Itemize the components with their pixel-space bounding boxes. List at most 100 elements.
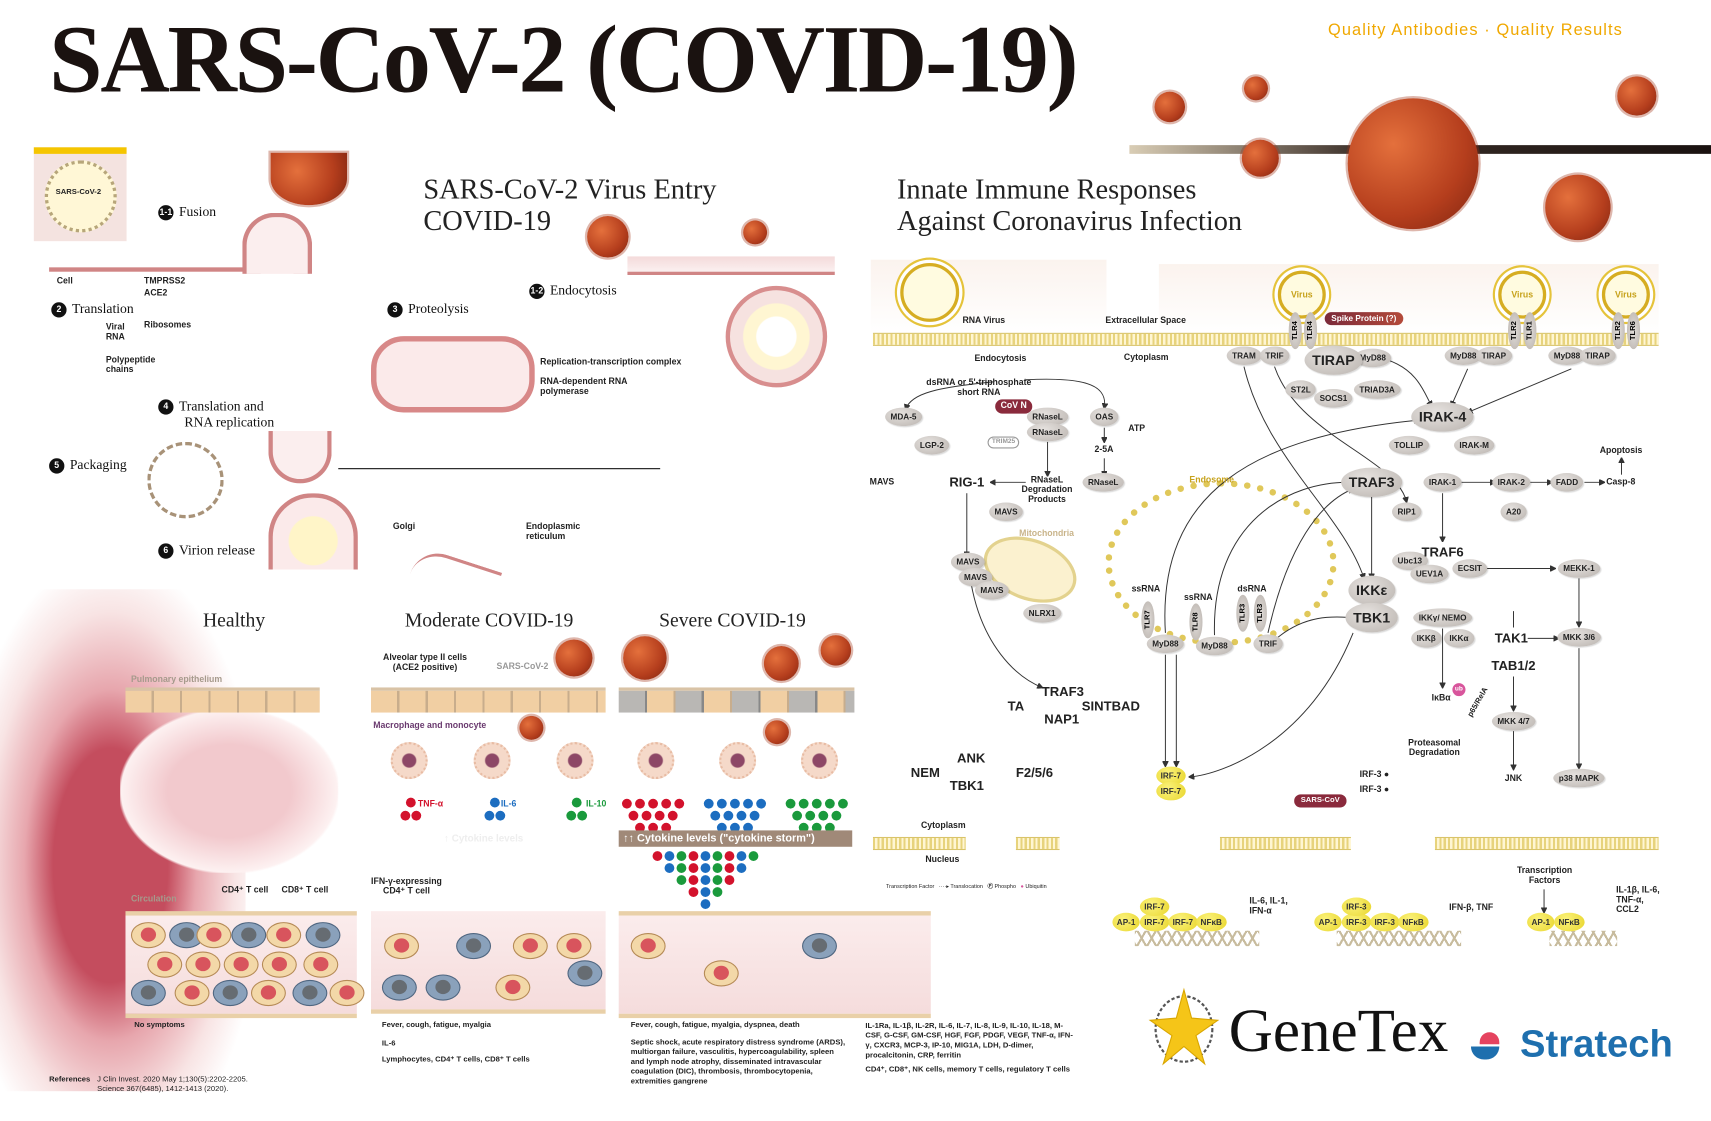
node-irakm: IRAK-M — [1453, 435, 1495, 455]
virus-tlr2-1: Virus — [1498, 270, 1547, 319]
step-number: 1-1 — [158, 205, 174, 221]
node-uev1a: UEV1A — [1410, 564, 1449, 584]
blood-cell — [292, 979, 328, 1007]
cytokine-dot — [716, 798, 727, 809]
label-dsrna: dsRNA or 5'-triphosphate short RNA — [926, 377, 1032, 397]
legend-phospho: Phospho — [994, 883, 1017, 891]
label-dsrna-2: dsRNA — [1237, 583, 1267, 594]
blood-cell — [802, 932, 837, 960]
fusion-vesicle — [242, 212, 313, 274]
transcription-factor: NFκB — [1196, 912, 1227, 932]
extracellular-bg — [1158, 264, 1659, 334]
receptor-label: TLR4 — [1306, 321, 1315, 341]
label-mitochondria: Mitochondria — [1019, 528, 1074, 538]
node-tirap: TIRAP — [1304, 345, 1363, 375]
node-myd88_d: MyD88 — [1146, 634, 1185, 654]
cytokine-dot — [712, 875, 723, 885]
legend-transcription-factor: Transcription Factor — [886, 883, 935, 891]
node-nem: NEM — [910, 764, 940, 781]
label-rtc: Replication-transcription complex — [540, 356, 682, 367]
irf3-label: IRF-3 — [1359, 769, 1382, 780]
label-ribosomes: Ribosomes — [144, 319, 192, 330]
cytokine-dot — [838, 798, 848, 809]
label-nucleus: Nucleus — [925, 854, 960, 865]
trim25: TRIM25 — [987, 436, 1020, 449]
cytokine-dot — [716, 822, 727, 833]
innate-title: Innate Immune Responses — [896, 173, 1197, 206]
gene-output: IFN-β, TNF — [1449, 902, 1494, 913]
moderate-cytokine-levels: ↑ Cytokine levels — [444, 832, 524, 844]
cytokine-dot — [811, 822, 822, 833]
label-ssrna-2: ssRNA — [1183, 592, 1213, 603]
step-number: 2 — [51, 302, 67, 318]
cytokine-dot — [748, 851, 759, 861]
step-label: Packaging — [69, 457, 127, 473]
label-cytoplasm: Cytoplasm — [1123, 352, 1169, 363]
plasma-membrane — [872, 332, 1659, 346]
references-label: References — [49, 1075, 91, 1084]
label-ifn: IFN-γ-expressing CD4⁺ T cell — [371, 876, 442, 896]
node-myd88_b: MyD88 — [1444, 346, 1482, 366]
label-2-5a: 2-5A — [1094, 444, 1114, 454]
cytokine-dot — [736, 810, 747, 821]
replication-organelle — [371, 336, 535, 413]
epithelium-healthy — [125, 687, 320, 713]
node-lgp2: LGP-2 — [914, 435, 950, 455]
virus-tlr2-6: Virus — [1601, 270, 1650, 319]
irf7-phospho: IRF-7 — [1156, 781, 1186, 801]
nuclear-membrane — [872, 836, 966, 851]
receptor-label: TLR6 — [1629, 321, 1638, 341]
node-nlrx1: NLRX1 — [1023, 603, 1061, 623]
receptor-tlr3b: TLR3 — [1253, 594, 1267, 632]
cytokine-dot — [792, 810, 803, 821]
cytokine-dot — [667, 810, 678, 821]
blood-cell — [130, 979, 166, 1007]
node-ecsit: ECSIT — [1452, 559, 1488, 578]
cytokine-dot — [635, 798, 645, 809]
node-f256: F2/5/6 — [1015, 764, 1054, 781]
cytokine-dot — [724, 875, 735, 885]
cytokine-dot — [824, 798, 835, 809]
label-rna-virus: RNA Virus — [962, 315, 1006, 326]
cytokine-dot — [641, 810, 652, 821]
node-traf3: TRAF3 — [1341, 467, 1403, 498]
legend: Transcription Factor ····▸ Translocation… — [886, 883, 1047, 891]
receptor-label: TLR2 — [1510, 321, 1519, 341]
blood-cell — [250, 979, 286, 1007]
moderate-cells: Lymphocytes, CD4⁺ T cells, CD8⁺ T cells — [381, 1056, 530, 1064]
dna-helix — [1134, 930, 1260, 947]
cytokine-dot — [484, 810, 495, 821]
blood-cell — [223, 951, 259, 978]
virus-illustration — [1347, 98, 1479, 230]
irf7-phospho: IRF-7 — [1156, 766, 1186, 786]
cytokine-dot — [756, 798, 767, 809]
gene-output: IL-6, IL-1, IFN-α — [1249, 895, 1288, 916]
node-ikkg: IKKγ/ NEMO — [1413, 608, 1472, 627]
label-ikba: IκBα — [1431, 692, 1451, 703]
label-sars: SARS-CoV-2 — [496, 661, 549, 672]
cytokine-dot — [674, 798, 685, 809]
blood-cell — [169, 922, 205, 949]
step-label: Endocytosis — [549, 282, 617, 298]
blood-cell — [305, 922, 341, 949]
entry-title: SARS-CoV-2 Virus Entry — [423, 173, 717, 206]
cytokine-dot — [700, 875, 711, 885]
step-label: Translation — [72, 301, 134, 317]
node-tollip: TOLLIP — [1388, 435, 1429, 455]
receptor-tlr3a: TLR3 — [1236, 594, 1250, 632]
epithelium-severe — [618, 687, 855, 713]
stratech-logo-icon — [1470, 1032, 1508, 1060]
cytokine-dot — [688, 851, 699, 861]
label-cd8: CD8⁺ T cell — [281, 884, 329, 895]
poster-title: SARS-CoV-2 (COVID-19) — [49, 7, 1078, 114]
node-jnk: JNK — [1504, 773, 1523, 783]
blood-cell — [384, 932, 420, 960]
virus-illustration — [587, 216, 629, 258]
cytokine-dot — [724, 851, 735, 861]
cytokine-dot — [730, 822, 740, 833]
receptor-label: TLR2 — [1614, 321, 1623, 341]
label-circulation: Circulation — [130, 893, 177, 904]
node-rnasel3: RNaseL — [1082, 473, 1124, 492]
